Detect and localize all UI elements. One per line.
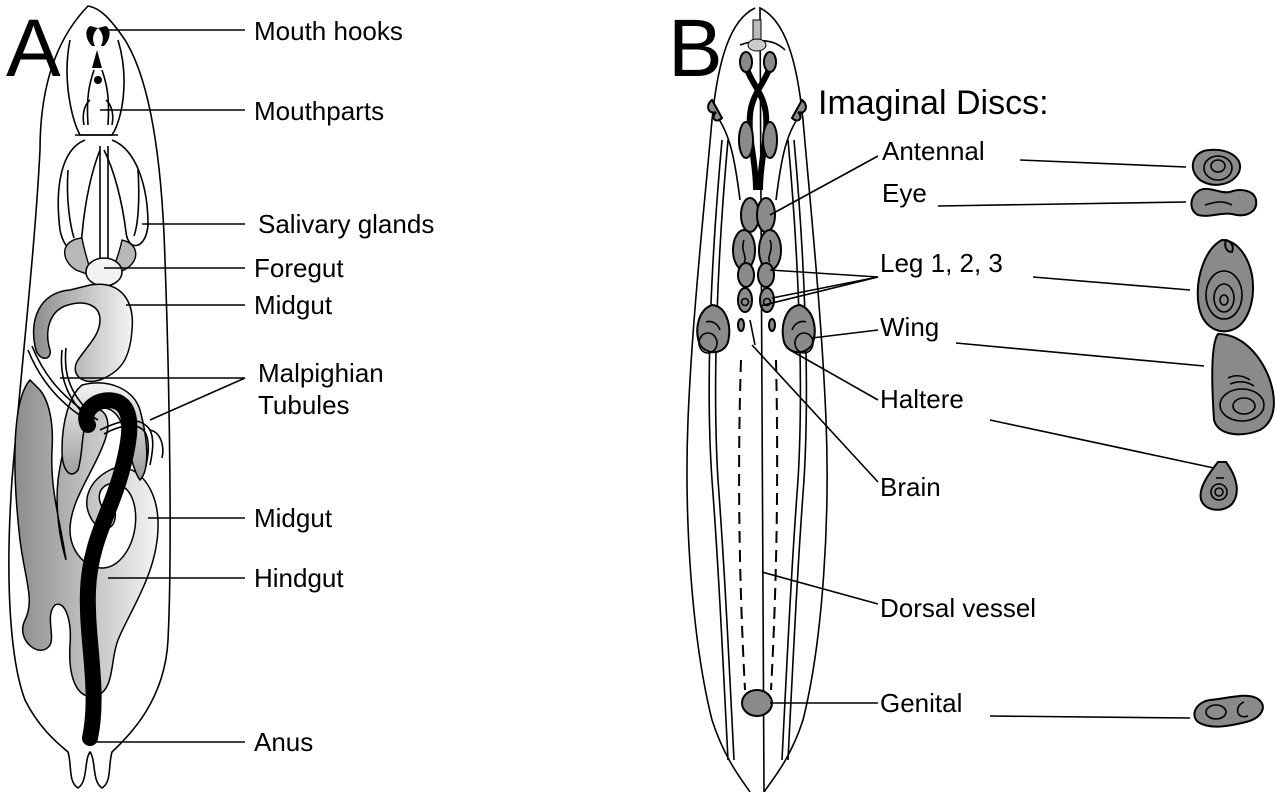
haltere-disc-left xyxy=(738,319,744,331)
panel-a-letter: A xyxy=(6,3,61,94)
label-mouth-hooks: Mouth hooks xyxy=(254,16,403,46)
genital-disc xyxy=(742,690,772,716)
leg-disc-icon xyxy=(1198,240,1253,331)
label-genital: Genital xyxy=(880,688,962,718)
pharynx-icon xyxy=(739,52,777,190)
wing-discs xyxy=(697,305,814,353)
genital-disc-icon xyxy=(1194,696,1262,727)
label-midgut-upper: Midgut xyxy=(254,290,333,320)
midgut-upper xyxy=(34,284,133,381)
label-dorsal-vessel: Dorsal vessel xyxy=(880,593,1036,623)
label-eye: Eye xyxy=(882,178,927,208)
head-segment-a xyxy=(67,40,124,135)
label-malpighian-line2: Tubules xyxy=(258,390,350,420)
dorsal-vessel-right xyxy=(771,360,777,690)
dorsal-vessel-left xyxy=(739,360,745,690)
panel-b: B Imaginal Discs: xyxy=(668,3,1274,792)
label-antennal: Antennal xyxy=(882,136,985,166)
mouth-hooks-icon xyxy=(86,26,109,46)
label-mouthparts: Mouthparts xyxy=(254,96,384,126)
eye-antennal-discs xyxy=(733,198,781,270)
haltere-disc-right xyxy=(769,319,775,331)
label-brain: Brain xyxy=(880,472,941,502)
salivary-glands xyxy=(58,140,148,249)
haltere-disc-icon xyxy=(1201,462,1237,510)
label-wing: Wing xyxy=(880,312,939,342)
mouthparts-icon xyxy=(83,50,113,125)
label-leg: Leg 1, 2, 3 xyxy=(880,248,1003,278)
label-salivary-glands: Salivary glands xyxy=(258,209,434,239)
antennal-disc-icon xyxy=(1193,150,1240,185)
label-hindgut: Hindgut xyxy=(254,563,344,593)
label-malpighian-line1: Malpighian xyxy=(258,358,384,388)
foregut xyxy=(65,146,136,286)
wing-disc-icon xyxy=(1212,334,1274,434)
imaginal-discs-heading: Imaginal Discs: xyxy=(818,84,1049,122)
label-foregut: Foregut xyxy=(254,253,344,283)
label-haltere: Haltere xyxy=(880,384,964,414)
label-midgut-lower: Midgut xyxy=(254,503,333,533)
panel-b-letter: B xyxy=(668,3,723,94)
panel-a: A xyxy=(6,3,434,788)
eye-disc-icon xyxy=(1191,189,1256,216)
label-anus: Anus xyxy=(254,727,313,757)
